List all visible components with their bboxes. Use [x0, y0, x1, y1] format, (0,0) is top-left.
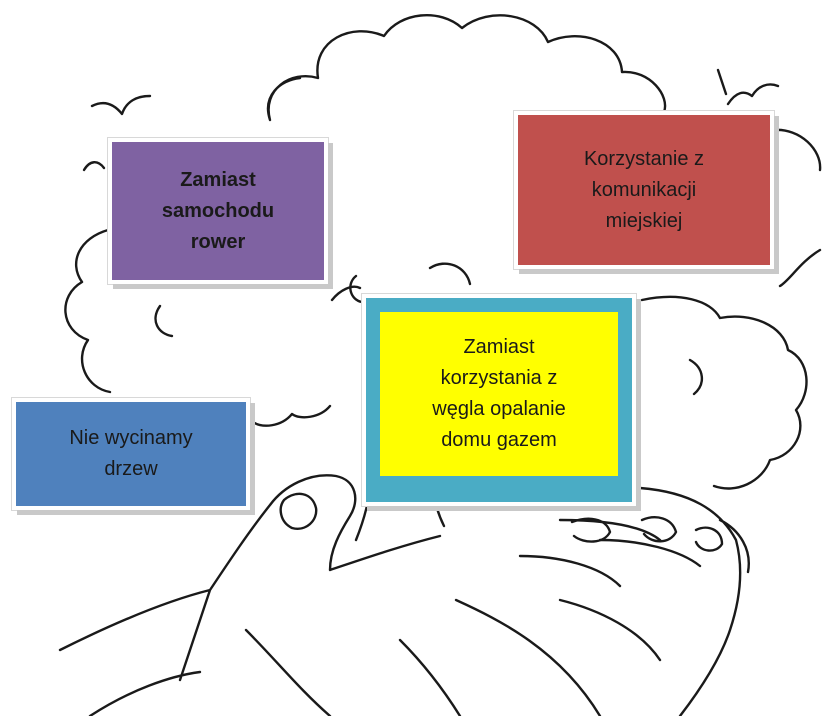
- bird-right-icon: [726, 83, 780, 106]
- tree-canopy-left: [64, 228, 362, 427]
- card-public-transport: Korzystanie z komunikacji miejskiej: [514, 111, 774, 269]
- card-gas-heating-frame: Zamiast korzystania z węgla opalanie dom…: [362, 294, 636, 506]
- card-coal-text: Zamiast korzystania z węgla opalanie dom…: [432, 336, 566, 451]
- bird-top-right-icon: [716, 68, 728, 96]
- bird-left-icon: [90, 94, 152, 116]
- card-transport-text: Korzystanie z komunikacji miejskiej: [583, 147, 705, 232]
- thumb-nail: [279, 492, 318, 530]
- finger-nails: [570, 516, 724, 552]
- card-gas-heating: Zamiast korzystania z węgla opalanie dom…: [380, 312, 618, 476]
- card-no-tree-cutting: Nie wycinamy drzew: [12, 398, 250, 510]
- card-bike-text: Zamiast samochodu rower: [161, 168, 275, 253]
- card-bike-instead-of-car: Zamiast samochodu rower: [108, 138, 328, 284]
- tree-canopy-outline: [267, 14, 822, 490]
- card-trees-text: Nie wycinamy drzew: [69, 427, 193, 480]
- hand-outline: [58, 474, 750, 716]
- bird-left-small-icon: [82, 161, 106, 172]
- canopy-inner-curls: [154, 262, 703, 396]
